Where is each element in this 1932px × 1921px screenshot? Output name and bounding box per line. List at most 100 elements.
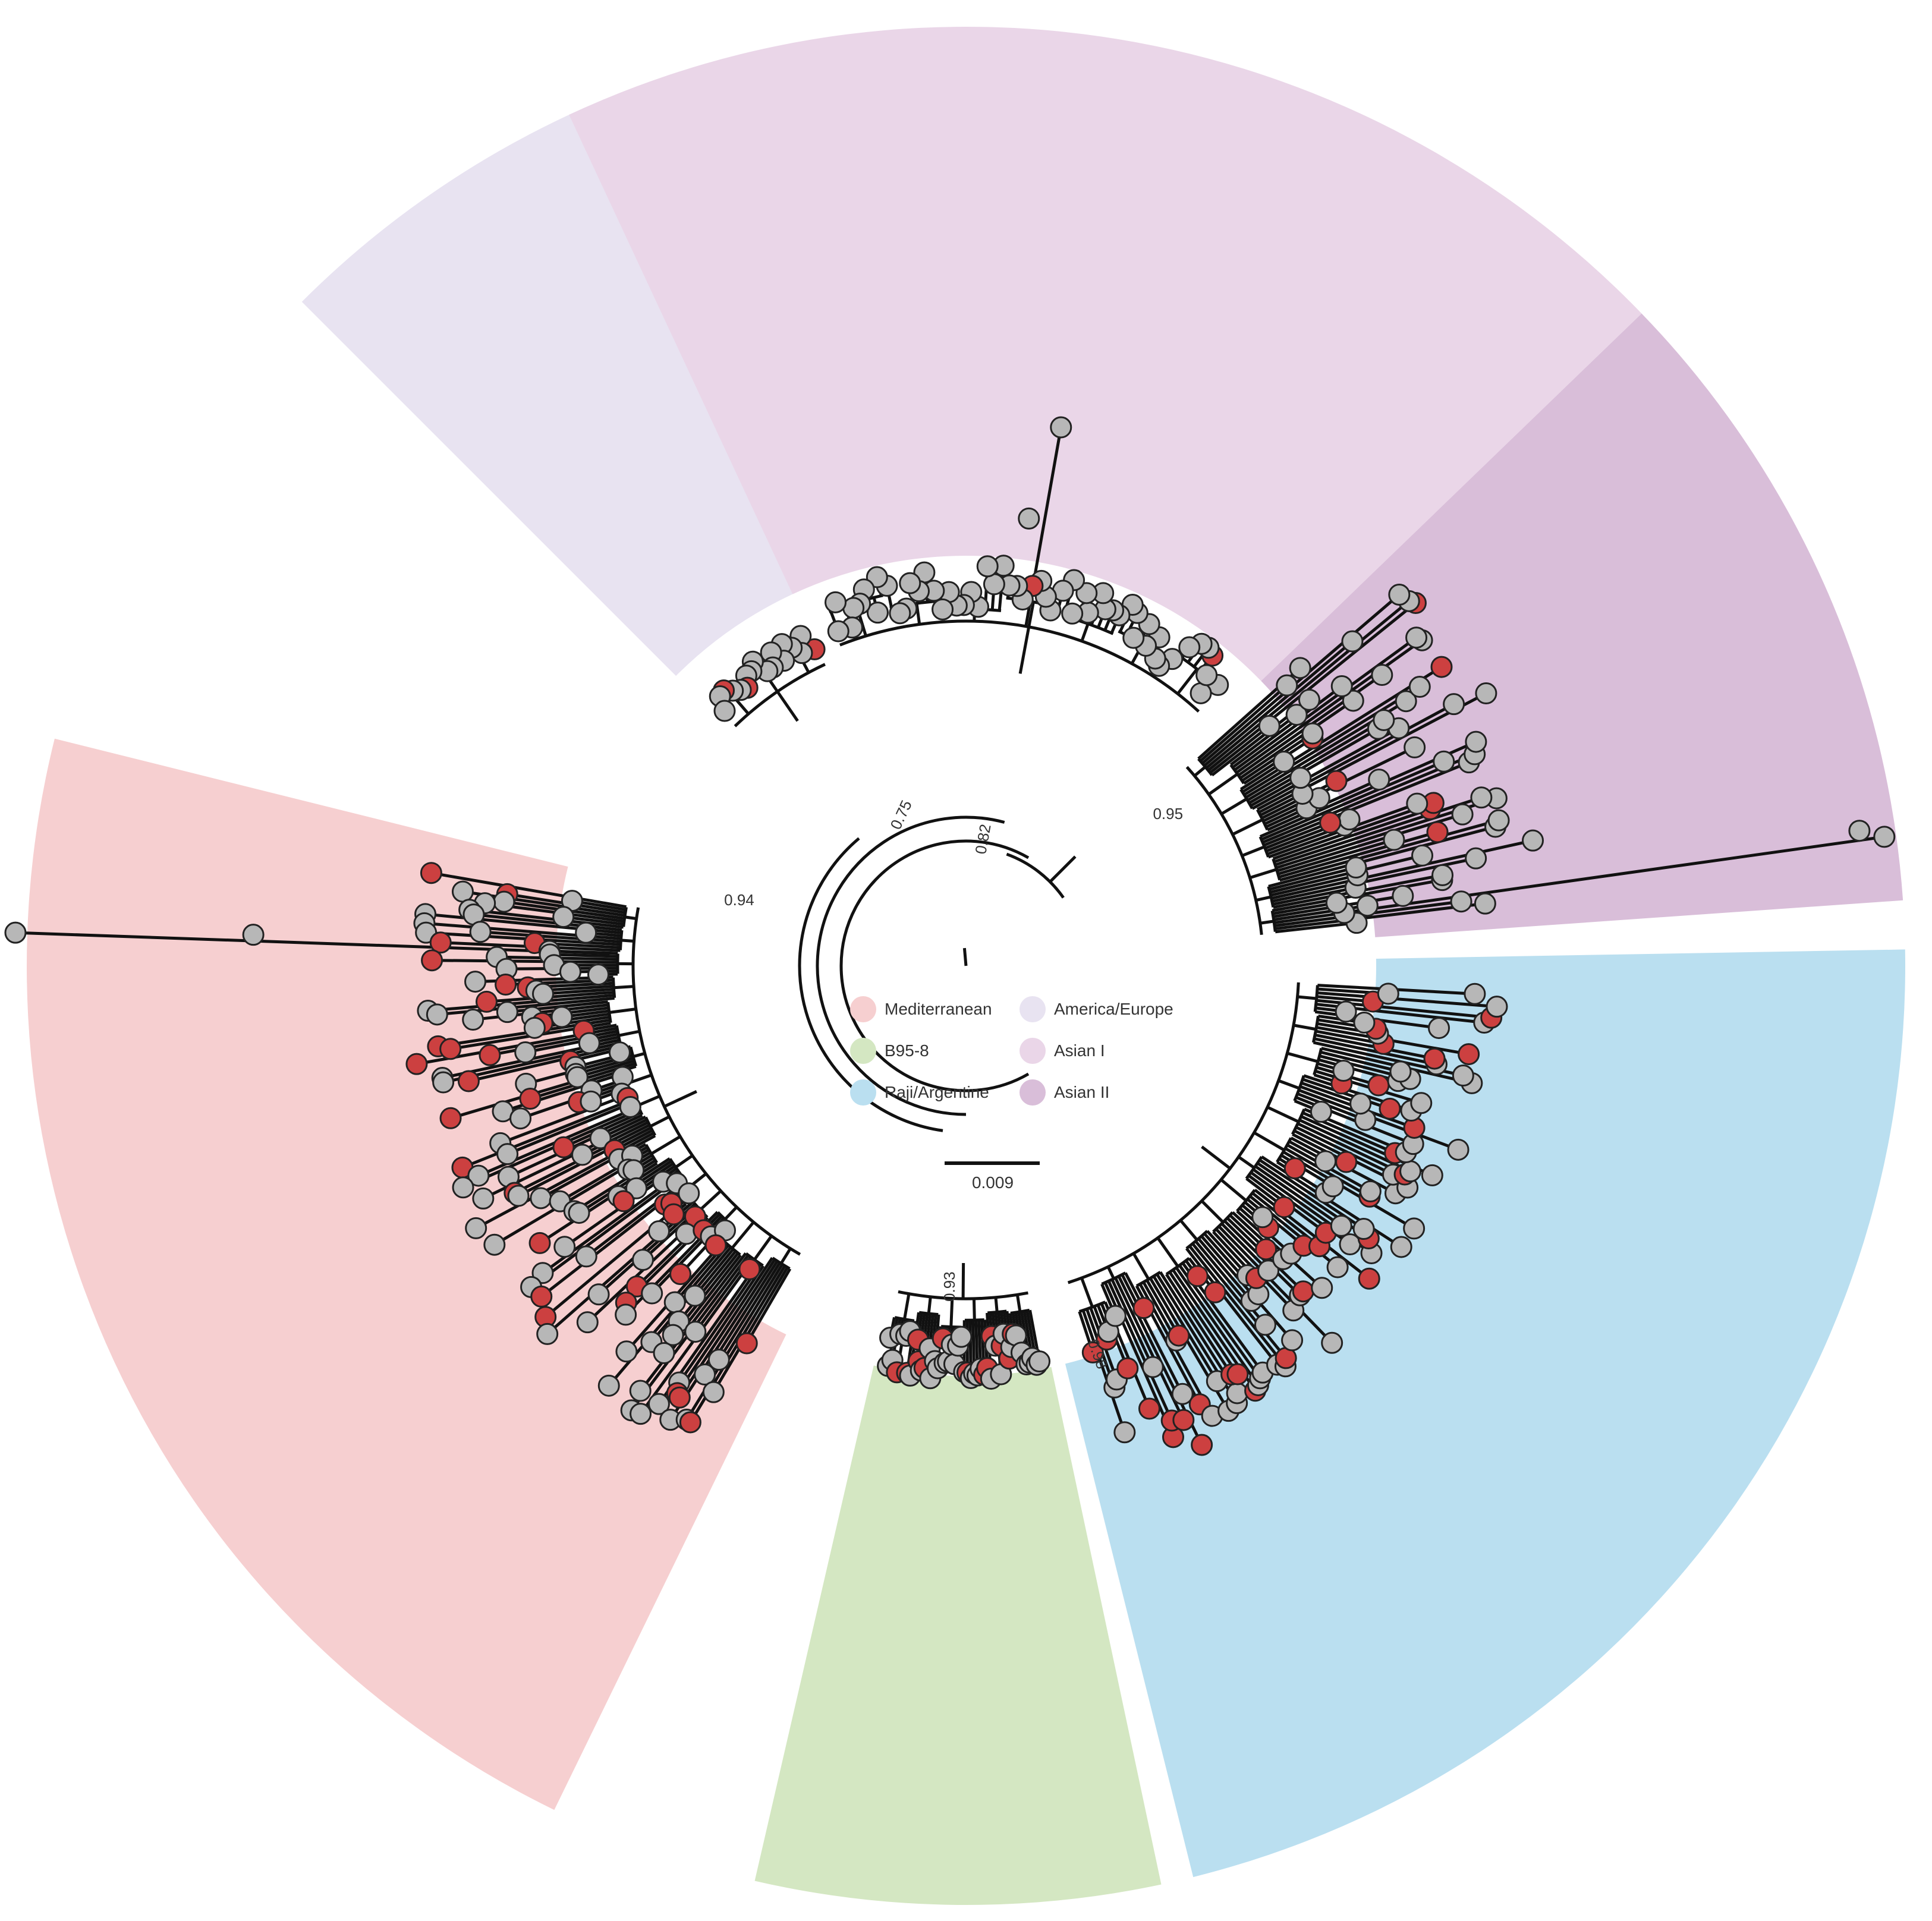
tip-branch (745, 1268, 792, 1344)
tip-branch (712, 1266, 789, 1393)
subclade-stem (650, 1135, 681, 1155)
tip-branch (1191, 1242, 1288, 1359)
subclade-stem (731, 1221, 755, 1249)
tip-node-gray (580, 1090, 602, 1113)
tip-node-gray (1321, 1331, 1343, 1354)
subclade-stem (1200, 1199, 1225, 1224)
tip-node-red (668, 1386, 691, 1409)
subclade-stem (1106, 1266, 1115, 1280)
tip-node-gray (1443, 693, 1465, 716)
tip-branch (1209, 725, 1270, 774)
tip-node-gray (1195, 664, 1218, 686)
legend-item-america-europe: America/Europe (1020, 993, 1173, 1026)
tree-tips (4, 416, 1896, 1456)
tip-node-gray (631, 1249, 654, 1271)
tip-branch (1295, 1126, 1394, 1176)
tip-node-gray (684, 1321, 707, 1343)
tip-node-gray (1330, 1214, 1352, 1237)
legend-swatch (850, 1038, 876, 1064)
tip-node-gray (629, 1380, 652, 1402)
tip-node-gray (575, 921, 597, 944)
tip-node-red (679, 1411, 701, 1434)
subclade-stem (637, 1094, 660, 1107)
tip-node-gray (530, 1187, 552, 1210)
tip-branch (677, 1250, 737, 1322)
subclade-arc (1239, 788, 1254, 810)
tip-branch (1297, 1092, 1366, 1122)
subclade-stem (1179, 1219, 1198, 1241)
tip-branch (462, 1108, 641, 1189)
tip-node-gray (1141, 1356, 1164, 1378)
scale-bar: 0.009 (942, 1159, 1043, 1201)
tip-node-gray (1298, 688, 1320, 711)
tip-node-red (1283, 1157, 1306, 1180)
subclade-stem (649, 1115, 670, 1128)
tip-branch (581, 1121, 649, 1157)
clade-stem-mediterranean (663, 1090, 697, 1108)
subclade-stem (699, 1189, 722, 1211)
tip-node-red (1226, 1363, 1249, 1385)
tip-node-gray (1257, 1259, 1280, 1282)
tip-node-gray (462, 1009, 484, 1031)
tip-node-gray (1311, 1277, 1333, 1299)
tip-node-gray (587, 1283, 610, 1306)
subclade-arc (1272, 858, 1282, 881)
tip-node-gray (1345, 856, 1367, 879)
tip-node-gray (1465, 730, 1487, 753)
tip-node-gray (1873, 826, 1896, 848)
tip-node-gray (1342, 689, 1364, 712)
tip-node-red (439, 1038, 462, 1060)
tip-node-red (738, 1258, 761, 1280)
tip-node-gray (1395, 690, 1417, 713)
tip-branch (1235, 639, 1423, 774)
subclade-stem (1232, 818, 1263, 836)
tip-node-gray (653, 1342, 675, 1365)
tip-node-gray (1254, 1314, 1276, 1336)
tip-node-gray (932, 598, 954, 621)
tip-node-gray (552, 906, 575, 928)
tip-node-red (1081, 1341, 1104, 1363)
tip-node-gray (242, 924, 265, 946)
tip-node-gray (1421, 1164, 1443, 1186)
tip-node-red (1379, 1097, 1401, 1120)
tip-node-gray (597, 1374, 620, 1397)
legend-label: B95-8 (885, 1041, 929, 1060)
tip-node-gray (1122, 626, 1145, 649)
tip-node-red (1168, 1324, 1190, 1347)
tip-node-gray (630, 1403, 652, 1425)
tip-branch (678, 1263, 762, 1384)
subclade-stem (1249, 868, 1277, 880)
tip-node-gray (622, 1159, 645, 1182)
tip-node-gray (575, 1245, 597, 1268)
tip-node-gray (1487, 809, 1510, 832)
tip-branch (549, 953, 618, 958)
tip-branch (432, 959, 618, 964)
tip-node-red (552, 1136, 575, 1158)
tip-node-gray (1470, 786, 1493, 809)
tip-node-red (1132, 1297, 1155, 1319)
backbone-arc-2 (816, 815, 1005, 1116)
tip-branch (1277, 838, 1395, 876)
legend: Mediterranean B95-8 Raji/Argentine Ameri… (850, 993, 1219, 1117)
subclade-arc (1258, 836, 1270, 858)
tip-node-gray (1486, 996, 1508, 1018)
branch-asian (1049, 855, 1077, 883)
subclade-stem (1027, 602, 1035, 628)
subclade-arc (1236, 1189, 1256, 1213)
tip-node-red (530, 1285, 553, 1308)
tip-branch (1207, 602, 1417, 772)
tip-node-gray (1061, 602, 1084, 625)
subclade-stem (1260, 919, 1275, 925)
tip-node-gray (1338, 808, 1361, 831)
tip-branch (530, 1174, 683, 1289)
subclade-stem (1266, 1106, 1299, 1123)
tip-node-gray (1411, 844, 1434, 867)
tip-node-gray (1447, 1138, 1470, 1161)
tip-node-gray (507, 1185, 530, 1207)
tip-node-gray (1325, 892, 1348, 914)
legend-swatch (850, 996, 876, 1022)
tip-node-gray (1330, 675, 1353, 698)
tip-node-red (1138, 1397, 1160, 1420)
tip-node-red (457, 1070, 480, 1092)
